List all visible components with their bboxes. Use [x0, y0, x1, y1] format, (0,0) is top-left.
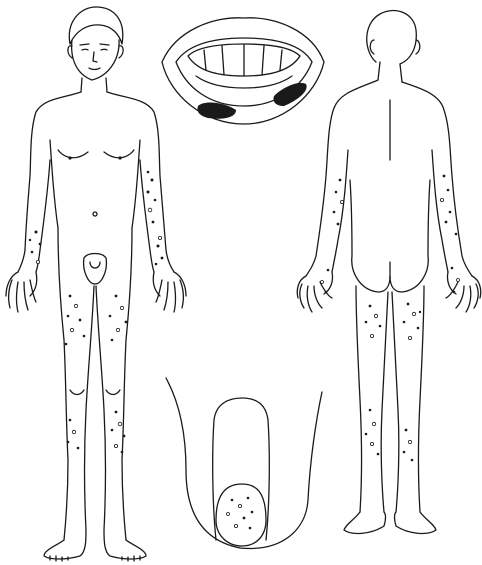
outer-lips — [162, 18, 324, 124]
mouth-panel — [162, 18, 324, 124]
penile-shaft — [213, 398, 270, 540]
front-hair — [69, 7, 122, 44]
front-figure — [6, 7, 186, 561]
front-right-hand — [153, 272, 186, 312]
back-figure — [297, 11, 480, 534]
back-right-hand — [446, 272, 481, 312]
oral-lesion-right — [273, 83, 306, 106]
back-head — [367, 11, 417, 64]
front-face — [72, 40, 119, 80]
genital-panel — [166, 378, 322, 548]
front-genitals — [84, 254, 107, 285]
genital-lesions — [227, 497, 254, 530]
genital-outline-outer — [166, 378, 322, 548]
front-torso — [18, 92, 81, 272]
front-left-hand — [6, 272, 37, 312]
glans — [216, 484, 266, 546]
